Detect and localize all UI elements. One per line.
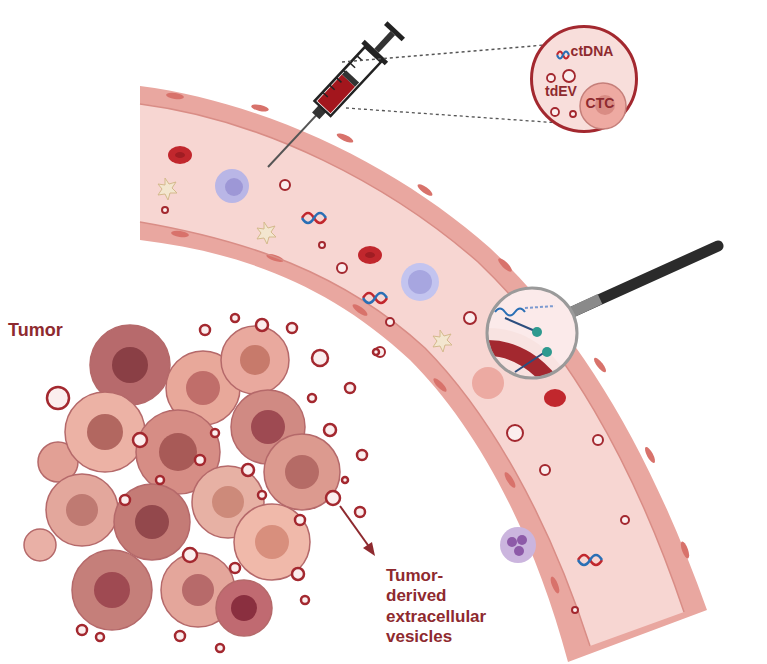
blood-vessel: [140, 86, 707, 662]
zoom-leader-lines: [342, 45, 560, 123]
inset-label: tdEV: [545, 83, 577, 99]
extracellular-vesicles: [47, 314, 379, 652]
inset-label: ctDNA: [571, 43, 614, 59]
blood-cells: [158, 146, 629, 613]
tumor-cluster: [24, 325, 340, 636]
vesicle-label: Tumor-derived extracellular vesicles: [386, 566, 486, 648]
zoom-inset-circle: ctDNA tdEV CTC: [530, 25, 638, 133]
magnifying-glass: [470, 246, 718, 420]
inset-label: CTC: [586, 95, 615, 111]
vesicle-arrow: [340, 506, 375, 556]
syringe: [256, 19, 408, 178]
tumor-label: Tumor: [8, 320, 63, 342]
